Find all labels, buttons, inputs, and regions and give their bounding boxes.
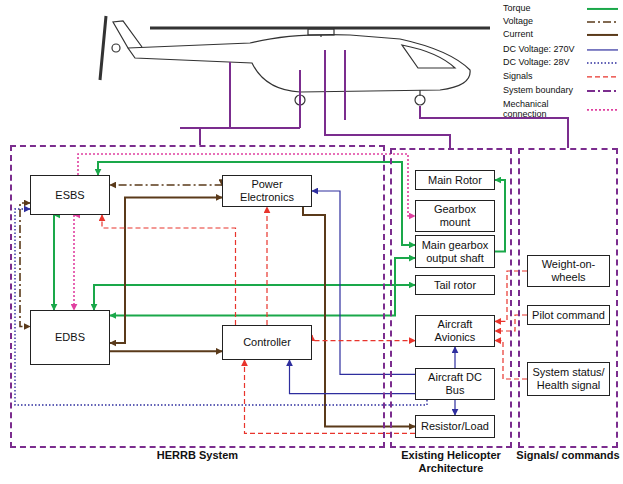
box-label: Main gearbox output shaft <box>419 239 491 264</box>
box-label: EDBS <box>55 331 85 344</box>
box-label: Power Electronics <box>226 178 308 203</box>
legend-text: System boundary <box>503 86 573 96</box>
connector <box>78 154 415 216</box>
box-label: Weight-on-wheels <box>531 258 606 283</box>
box-label: System status/ Health signal <box>531 366 606 391</box>
component-box: Weight-on-wheels <box>527 255 610 287</box>
connector <box>102 215 236 325</box>
boundary-leader <box>180 62 300 145</box>
legend-text: DC Voltage: 270V <box>503 45 575 55</box>
box-label: Tail rotor <box>434 279 476 292</box>
box-label: Resistor/Load <box>421 420 489 433</box>
connector <box>98 162 415 245</box>
component-box: Power Electronics <box>222 175 312 207</box>
connector <box>110 184 222 186</box>
connector <box>15 209 427 405</box>
component-box: Tail rotor <box>415 275 495 295</box>
box-label: Main Rotor <box>428 174 482 187</box>
connector <box>290 360 416 394</box>
wheel <box>415 95 425 105</box>
connector <box>110 197 222 343</box>
connector <box>312 191 415 374</box>
legend-text: Current <box>503 30 533 40</box>
connector <box>53 215 55 310</box>
legend-text: Mechanical connection <box>503 100 583 120</box>
connector <box>454 400 455 415</box>
component-box: Aircraft Avionics <box>415 315 495 347</box>
legend-line <box>587 8 618 10</box>
system-boundary: Signals/ commandsWeight-on-wheelsPilot c… <box>518 148 618 448</box>
main-rotor-blade <box>150 27 490 30</box>
connector <box>94 285 415 310</box>
component-box: Main Rotor <box>415 170 495 190</box>
system-boundary: HERRB SystemESBSPower ElectronicsEDBSCon… <box>10 145 385 448</box>
component-box: Pilot command <box>527 305 610 325</box>
component-box: Controller <box>222 325 312 360</box>
connector <box>73 215 75 310</box>
connector <box>20 203 30 327</box>
landing-strut <box>300 90 420 96</box>
component-box: Gearbox mount <box>415 200 495 232</box>
tail-rotor-hub <box>112 44 120 52</box>
legend-line <box>587 76 618 77</box>
system-boundary: Existing Helicopter ArchitectureMain Rot… <box>390 148 512 448</box>
component-box: Resistor/Load <box>415 415 495 438</box>
connector <box>266 207 267 325</box>
rotor-mast <box>320 35 321 37</box>
connector <box>495 180 505 252</box>
legend-line <box>587 21 618 23</box>
legend-line <box>587 109 618 111</box>
group-title: HERRB System <box>6 449 389 462</box>
box-label: Controller <box>243 336 291 349</box>
legend-line <box>587 90 618 92</box>
connector <box>454 347 455 368</box>
connector <box>110 258 415 315</box>
box-label: ESBS <box>55 189 84 202</box>
legend-text: Voltage <box>503 17 533 27</box>
box-label: Aircraft Avionics <box>419 318 491 343</box>
component-box: ESBS <box>30 175 110 215</box>
component-box: Main gearbox output shaft <box>415 235 495 268</box>
legend-line <box>587 34 618 36</box>
cockpit-window <box>402 45 455 68</box>
component-box: Aircraft DC Bus <box>415 368 495 400</box>
legend-text: Torque <box>503 4 531 14</box>
connector <box>110 350 222 352</box>
connector <box>312 335 415 341</box>
box-label: Gearbox mount <box>419 203 491 228</box>
box-label: Pilot command <box>532 309 605 322</box>
legend-line <box>587 62 618 63</box>
component-box: EDBS <box>30 310 110 365</box>
group-title: Signals/ commands <box>514 449 622 462</box>
legend-line <box>587 49 618 50</box>
boundary-leader <box>325 50 450 148</box>
rotor-hub <box>308 29 334 35</box>
legend-text: Signals <box>503 72 533 82</box>
group-title: Existing Helicopter Architecture <box>386 449 516 474</box>
component-box: System status/ Health signal <box>527 362 610 396</box>
tail-rotor-blade <box>100 16 106 80</box>
legend-text: DC Voltage: 28V <box>503 58 570 68</box>
box-label: Aircraft DC Bus <box>419 371 491 396</box>
